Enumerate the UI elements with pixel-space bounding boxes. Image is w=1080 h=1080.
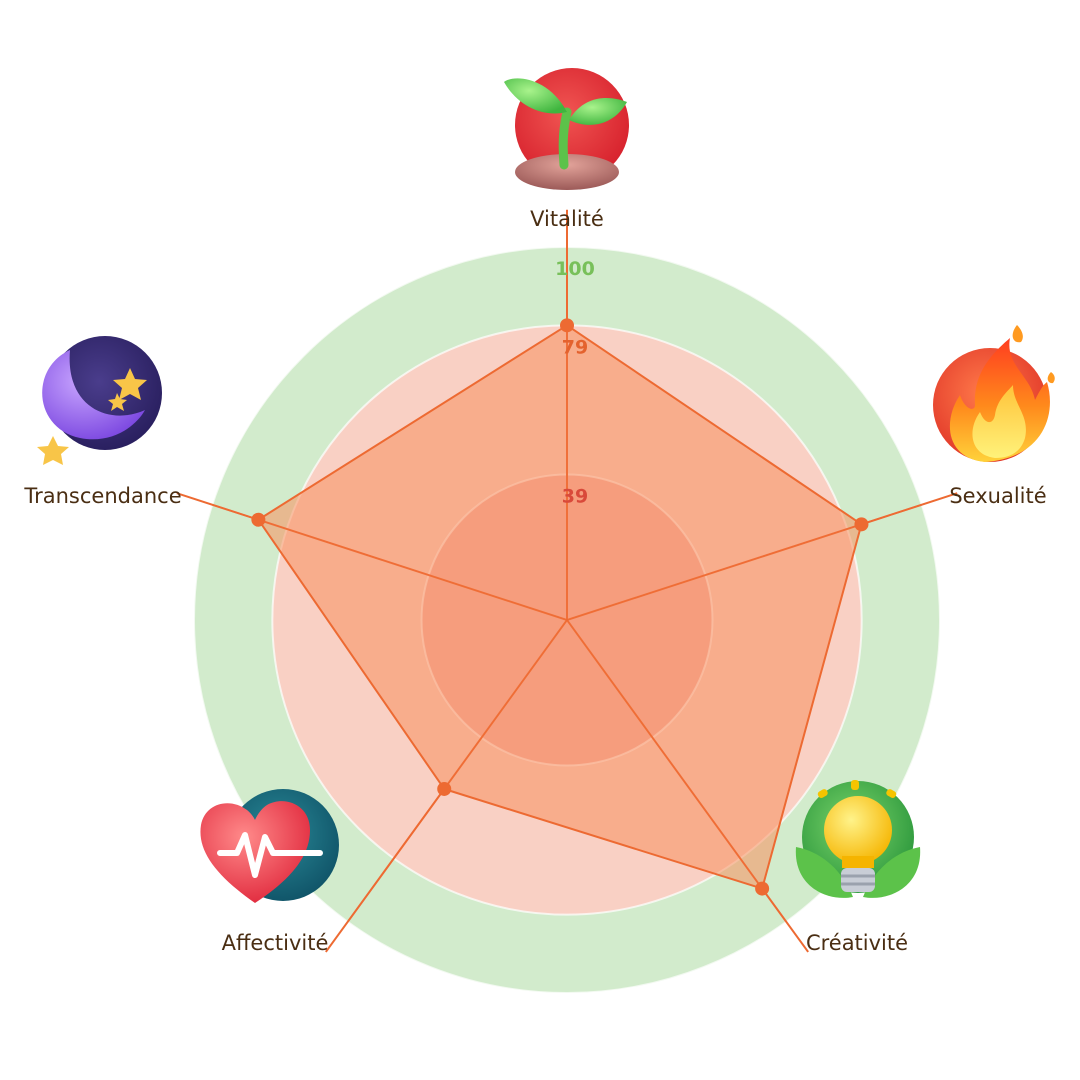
data-point-0 xyxy=(560,318,574,333)
data-polygon xyxy=(257,324,863,890)
axis-label-vitalite: Vitalité xyxy=(530,207,604,231)
seedling-icon xyxy=(504,68,629,190)
ring-label-100: 100 xyxy=(555,258,595,280)
lightbulb-icon xyxy=(795,780,921,898)
data-point-2 xyxy=(755,881,770,896)
axis-label-creativite: Créativité xyxy=(806,931,908,955)
ring-label-79: 79 xyxy=(562,336,588,358)
axis-line-overlay-2 xyxy=(566,619,787,923)
heart-pulse-icon xyxy=(200,789,339,903)
axis-label-transcendance: Transcendance xyxy=(23,484,181,508)
moon-stars-icon xyxy=(37,336,162,465)
data-point-3 xyxy=(437,781,452,796)
axis-label-affectivite: Affectivité xyxy=(222,931,329,955)
data-point-1 xyxy=(854,517,869,532)
fire-icon xyxy=(933,325,1055,462)
axis-line-overlay-3 xyxy=(347,619,568,923)
axis-line-overlay-4 xyxy=(212,503,568,621)
data-point-4 xyxy=(251,512,266,527)
ring-label-39: 39 xyxy=(562,486,588,508)
axis-label-sexualite: Sexualité xyxy=(949,484,1046,508)
